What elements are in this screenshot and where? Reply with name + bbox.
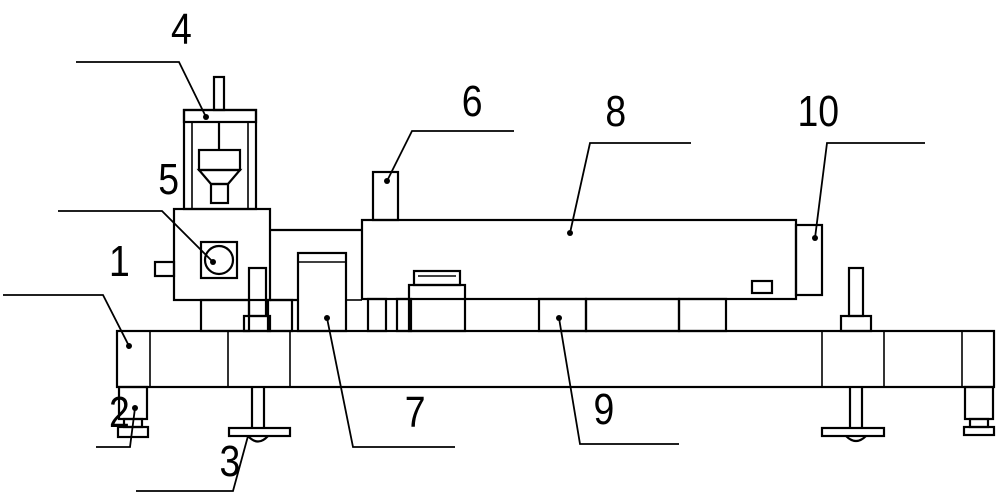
label-6: 6: [462, 76, 483, 126]
foot-right: [962, 385, 996, 437]
label-7: 7: [405, 387, 426, 437]
label-9: 9: [594, 384, 615, 434]
adjustable-support-right: [820, 266, 886, 443]
part-labels: 1 2 3 4 5 6 7 8 9 10: [109, 4, 839, 486]
label-8: 8: [605, 86, 626, 136]
label-2: 2: [109, 387, 130, 437]
label-1: 1: [109, 236, 130, 286]
label-4: 4: [171, 4, 192, 54]
label-3: 3: [220, 436, 241, 486]
connector: [270, 228, 362, 302]
hopper-assembly: [182, 75, 258, 211]
small-unit: [407, 269, 467, 333]
body-supports: [366, 297, 728, 333]
leader-lines: [3, 61, 925, 492]
base-frame: [115, 329, 996, 389]
label-5: 5: [158, 154, 179, 204]
control-box: [296, 251, 348, 333]
drive-housing: [153, 207, 272, 302]
label-10: 10: [798, 86, 840, 136]
main-body: [360, 218, 824, 301]
adjustable-support-left: [227, 266, 292, 443]
